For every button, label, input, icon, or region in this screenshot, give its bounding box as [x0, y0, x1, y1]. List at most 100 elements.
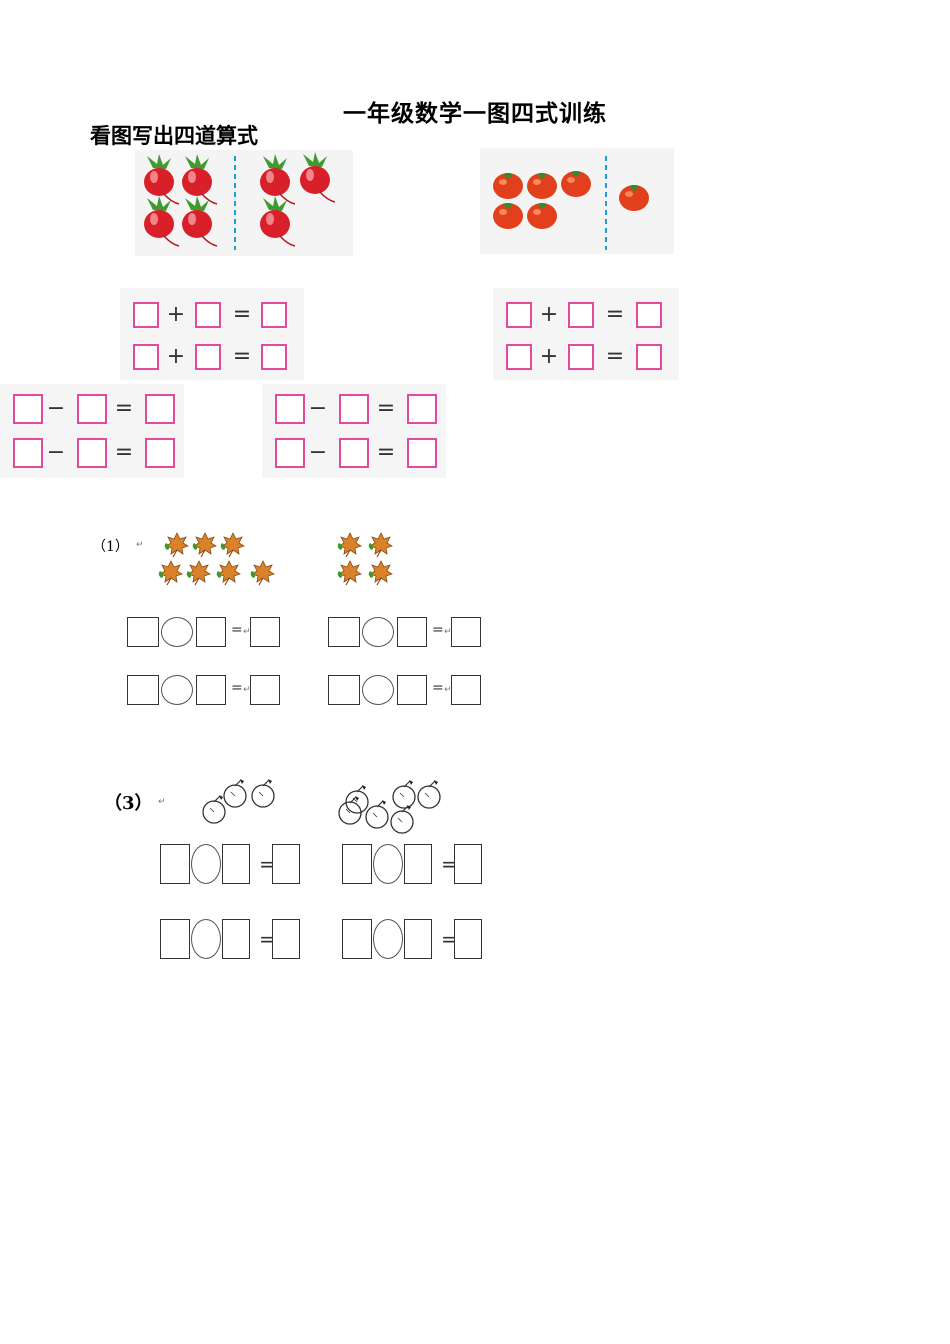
apple-outline-icon — [390, 804, 414, 834]
operator-circle[interactable] — [161, 617, 193, 647]
answer-box[interactable] — [160, 844, 190, 884]
maple-leaf-icon — [220, 532, 245, 558]
answer-box[interactable] — [454, 919, 482, 959]
answer-box[interactable] — [13, 394, 43, 424]
radish-icon — [259, 153, 296, 205]
equals-sign: = — [605, 344, 625, 369]
answer-box[interactable] — [272, 919, 300, 959]
minus-sign: − — [46, 440, 66, 465]
answer-box[interactable] — [636, 344, 662, 370]
tomato-icon — [527, 173, 557, 199]
answer-box[interactable] — [404, 844, 432, 884]
equals-sign: = — [432, 680, 444, 696]
equals-sign: = — [232, 302, 252, 327]
answer-box[interactable] — [451, 617, 481, 647]
equals-sign: = — [231, 680, 243, 696]
answer-box[interactable] — [195, 344, 221, 370]
answer-box[interactable] — [77, 438, 107, 468]
apple-outline-icon — [365, 799, 389, 829]
answer-box[interactable] — [127, 617, 159, 647]
answer-box[interactable] — [636, 302, 662, 328]
answer-box[interactable] — [407, 438, 437, 468]
answer-box[interactable] — [451, 675, 481, 705]
answer-box[interactable] — [145, 438, 175, 468]
paragraph-mark: ↵ — [158, 797, 166, 807]
answer-box[interactable] — [407, 394, 437, 424]
answer-box[interactable] — [77, 394, 107, 424]
answer-box[interactable] — [506, 344, 532, 370]
plus-sign: + — [166, 344, 186, 369]
answer-box[interactable] — [339, 438, 369, 468]
equals-sign: = — [232, 344, 252, 369]
answer-box[interactable] — [196, 675, 226, 705]
tomato-icon — [493, 203, 523, 229]
maple-leaf-icon — [368, 560, 393, 586]
answer-box[interactable] — [13, 438, 43, 468]
answer-box[interactable] — [339, 394, 369, 424]
equals-sign: = — [259, 927, 276, 951]
answer-box[interactable] — [397, 675, 427, 705]
answer-box[interactable] — [222, 919, 250, 959]
operator-ellipse[interactable] — [373, 919, 403, 959]
equals-sign: = — [432, 622, 444, 638]
paragraph-mark: ↵ — [444, 627, 452, 637]
answer-box[interactable] — [127, 675, 159, 705]
section-label-3: （3） — [104, 793, 153, 814]
tomato-picture — [480, 148, 674, 254]
answer-box[interactable] — [342, 919, 372, 959]
answer-box[interactable] — [328, 617, 360, 647]
instruction-heading: 看图写出四道算式 — [90, 123, 258, 148]
answer-box[interactable] — [160, 919, 190, 959]
equals-sign: = — [605, 302, 625, 327]
equals-sign: = — [376, 396, 396, 421]
answer-box[interactable] — [506, 302, 532, 328]
answer-box[interactable] — [275, 438, 305, 468]
answer-box[interactable] — [145, 394, 175, 424]
maple-leaf-icon — [158, 560, 183, 586]
maple-leaf-icon — [186, 560, 211, 586]
answer-box[interactable] — [568, 302, 594, 328]
minus-sign: − — [308, 396, 328, 421]
section-label-1: （1） — [92, 539, 129, 555]
operator-circle[interactable] — [161, 675, 193, 705]
operator-ellipse[interactable] — [191, 844, 221, 884]
radish-icon — [259, 195, 296, 247]
operator-circle[interactable] — [362, 617, 394, 647]
equals-sign: = — [114, 440, 134, 465]
radish-icon — [143, 195, 180, 247]
answer-box[interactable] — [568, 344, 594, 370]
radish-icon — [299, 151, 336, 203]
answer-box[interactable] — [133, 302, 159, 328]
maple-leaf-icon — [164, 532, 189, 558]
answer-box[interactable] — [261, 302, 287, 328]
answer-box[interactable] — [454, 844, 482, 884]
answer-box[interactable] — [195, 302, 221, 328]
operator-ellipse[interactable] — [373, 844, 403, 884]
addition-panel-tomato: + = + = — [493, 288, 679, 380]
answer-box[interactable] — [397, 617, 427, 647]
plus-sign: + — [166, 302, 186, 327]
tomato-icon — [561, 171, 591, 197]
operator-ellipse[interactable] — [191, 919, 221, 959]
answer-box[interactable] — [404, 919, 432, 959]
maple-leaf-icon — [337, 560, 362, 586]
answer-box[interactable] — [342, 844, 372, 884]
equals-sign: = — [114, 396, 134, 421]
answer-box[interactable] — [272, 844, 300, 884]
answer-box[interactable] — [196, 617, 226, 647]
answer-box[interactable] — [328, 675, 360, 705]
answer-box[interactable] — [261, 344, 287, 370]
answer-box[interactable] — [222, 844, 250, 884]
answer-box[interactable] — [250, 675, 280, 705]
apple-outline-icon — [251, 778, 275, 808]
operator-circle[interactable] — [362, 675, 394, 705]
answer-box[interactable] — [275, 394, 305, 424]
answer-box[interactable] — [250, 617, 280, 647]
addition-panel-radish: + = + = — [120, 288, 304, 380]
maple-leaf-icon — [216, 560, 241, 586]
tomato-icon — [527, 203, 557, 229]
radish-icon — [181, 195, 218, 247]
radish-picture — [135, 150, 353, 256]
answer-box[interactable] — [133, 344, 159, 370]
subtraction-panel-radish: − = − = — [0, 384, 184, 478]
